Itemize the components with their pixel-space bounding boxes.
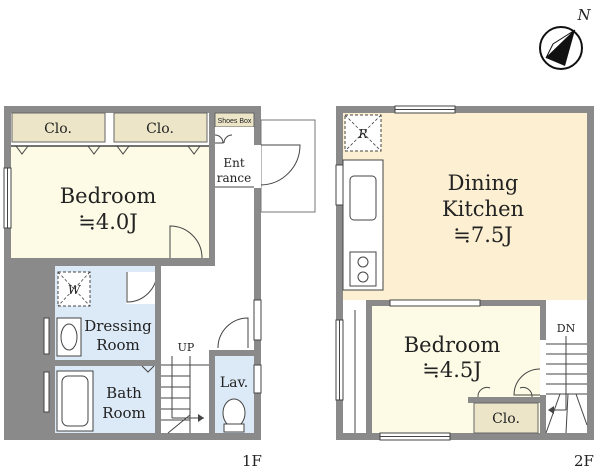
bath-top-wall (55, 360, 155, 366)
closet-b (113, 112, 208, 143)
floor-2 (335, 105, 594, 441)
bedroom-right-wall (209, 113, 215, 266)
porch (260, 119, 316, 213)
lav-left-wall (209, 352, 215, 433)
hallway-1f (161, 266, 254, 356)
fold-door-3 (116, 145, 130, 155)
dressing-label-1: Dressing (84, 317, 152, 335)
fold-door-4 (187, 145, 201, 155)
lav-door-swing (217, 317, 249, 349)
bath-label-1: Bath (106, 384, 142, 402)
shoes-box-label: Shoes Box (218, 118, 252, 125)
stairs-down-label: DN (557, 322, 576, 335)
dining-label-1: Dining (448, 171, 519, 195)
floor-1-label: 1F (242, 452, 262, 470)
bedroom-bottom-wall (11, 258, 209, 266)
entrance-label-1: Ent (223, 156, 244, 170)
kitchen-sink (349, 175, 377, 221)
stairs-up (161, 356, 209, 433)
bedroom-door-swing (169, 225, 203, 259)
closet-2f (473, 402, 539, 434)
bath-window (43, 371, 50, 413)
dressing-label-2: Room (96, 336, 140, 354)
bedroom-1f-label: Bedroom (60, 184, 157, 208)
left-wet-inner-wall (49, 266, 55, 433)
lav-top-wall (209, 350, 254, 356)
fold-door-1 (15, 145, 29, 155)
bedroom-2f-label: Bedroom (404, 333, 501, 357)
floor-1 (3, 106, 316, 440)
stairs-up-label: UP (178, 341, 195, 354)
closet-a (11, 112, 106, 143)
compass-needle (546, 30, 575, 66)
bath-label-2: Room (102, 404, 146, 422)
stove (349, 251, 377, 287)
north-label: N (576, 6, 591, 24)
dining-label-2: Kitchen (442, 197, 524, 221)
toilet (222, 398, 246, 428)
lavatory-label: Lav. (220, 375, 248, 391)
entrance (215, 127, 254, 187)
bath-door-mark (141, 365, 155, 373)
bedroom-1f-size: ≒4.0J (78, 210, 137, 234)
washer-label: W (68, 283, 82, 297)
floor-2-label: 2F (574, 452, 594, 470)
entrance-label-2: rance (217, 171, 251, 185)
compass: N (539, 6, 591, 70)
hall-window (253, 299, 262, 341)
bedroom-2f-size: ≒4.5J (422, 358, 481, 382)
left-wet-wall (11, 266, 49, 433)
kitchen-window (335, 164, 344, 206)
fold-door-2 (87, 145, 101, 155)
closet-a-label: Clo. (44, 121, 72, 137)
bedroom-2f-door (513, 368, 541, 396)
dressing-right-wall (155, 266, 161, 433)
fridge-label: R (357, 127, 367, 141)
bathtub (56, 370, 94, 432)
compass-needle-light (545, 29, 576, 59)
entry-door-gap (254, 145, 261, 188)
dining-bottom-window (389, 299, 481, 307)
lav-window (253, 364, 262, 394)
closet-2f-label: Clo. (492, 411, 520, 427)
entry-door-swing (260, 144, 301, 186)
dressing-window (43, 317, 50, 355)
labels: Clo. Clo. Shoes Box Ent rance Bedroom ≒4… (44, 118, 594, 470)
closet-b-label: Clo. (146, 121, 174, 137)
dining-size: ≒7.5J (453, 223, 512, 247)
dining-kitchen (343, 113, 587, 300)
